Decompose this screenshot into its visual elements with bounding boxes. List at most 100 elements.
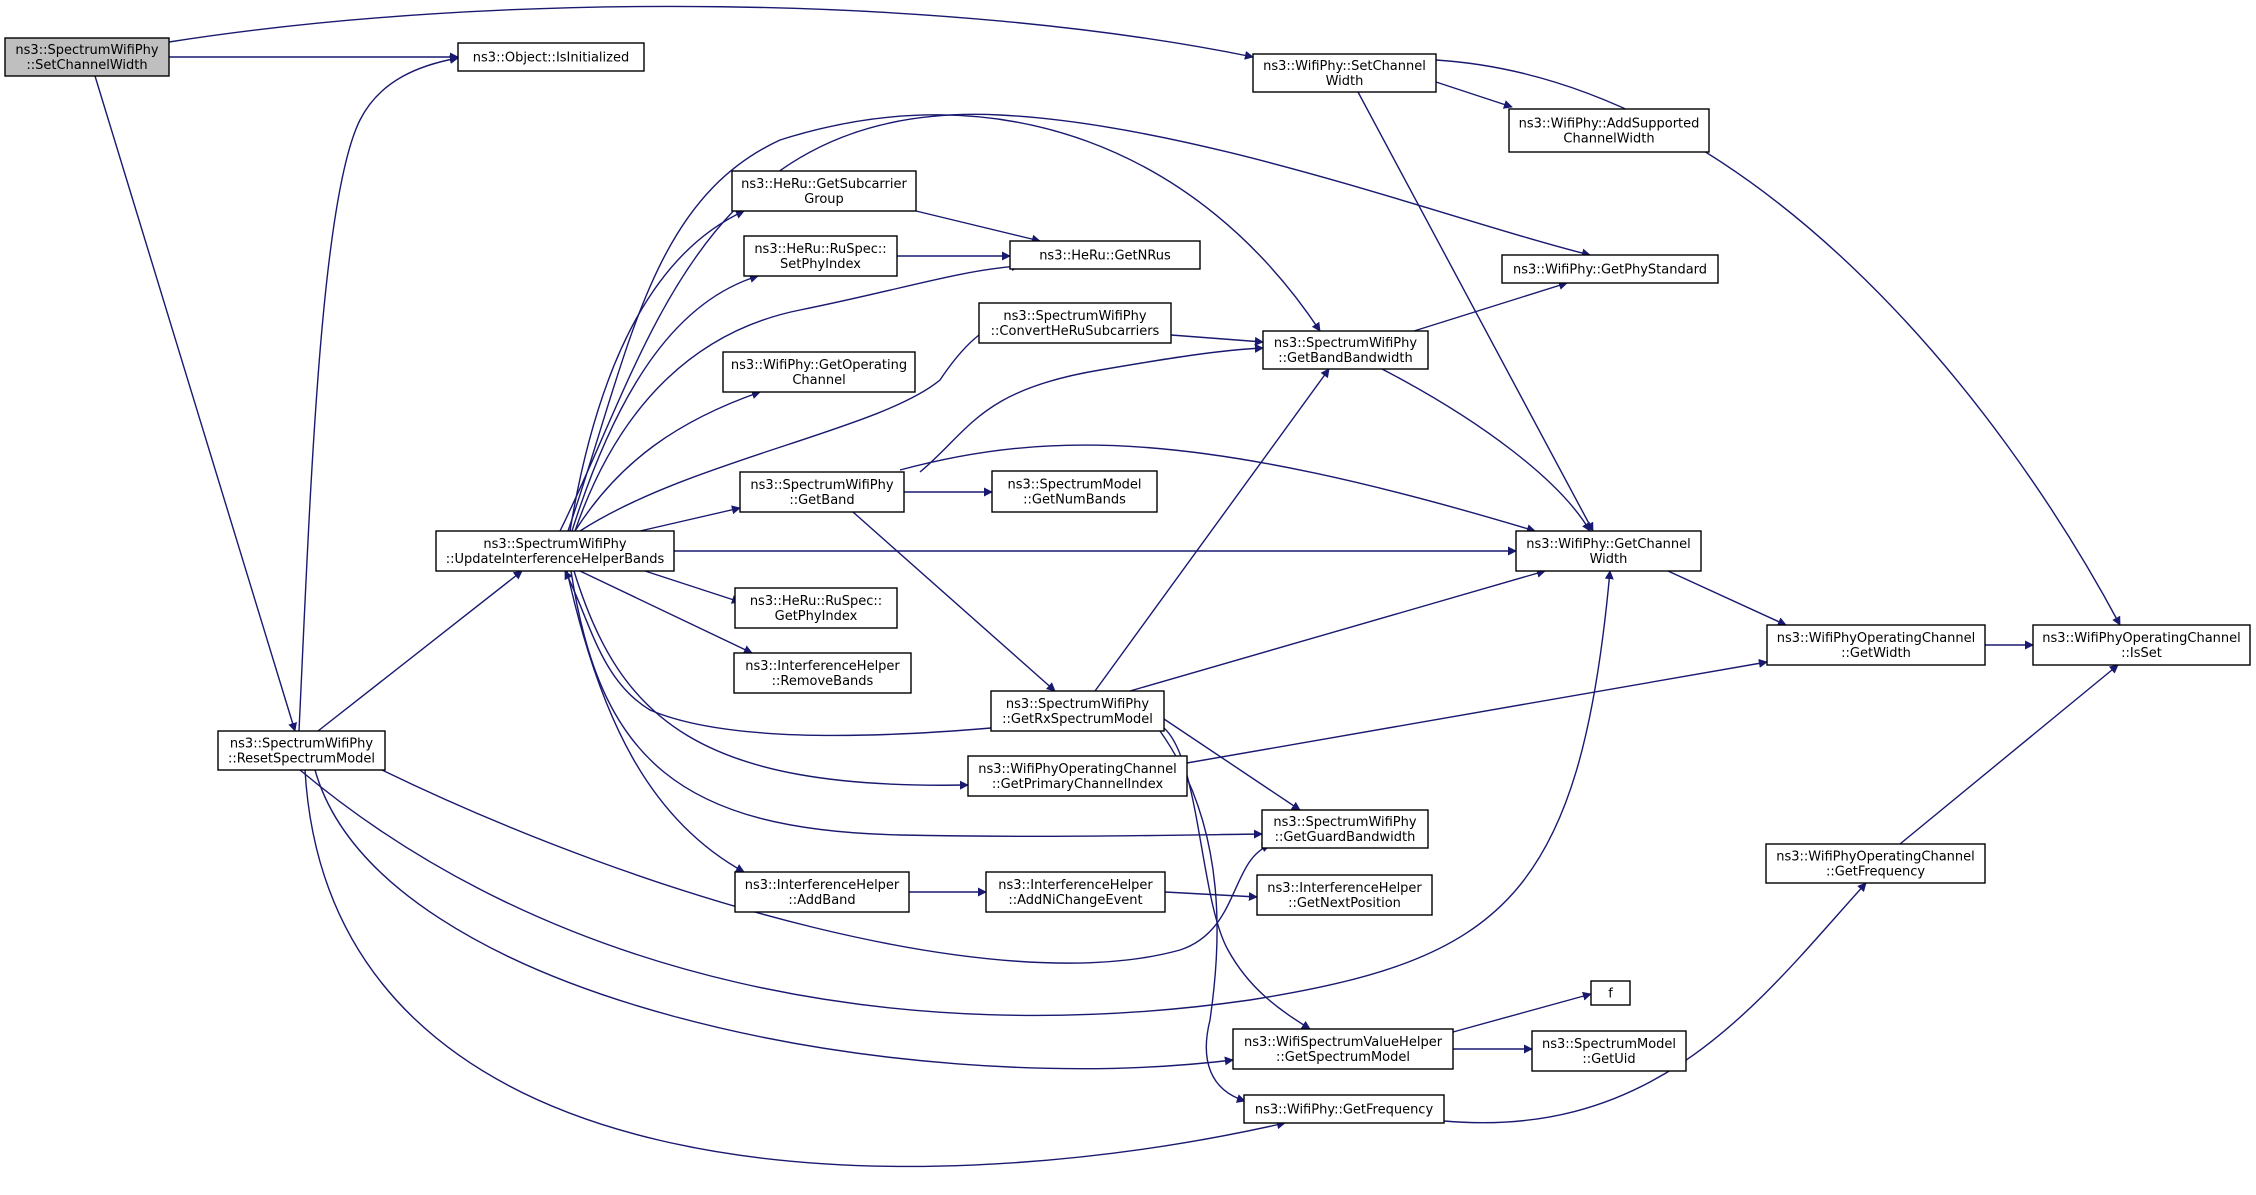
node-getPhyStandard[interactable]: ns3::WifiPhy::GetPhyStandard [1501, 254, 1719, 284]
node-setPhyIndex[interactable]: ns3::HeRu::RuSpec::SetPhyIndex [743, 235, 898, 277]
node-label-line: ::AddBand [788, 893, 855, 908]
node-label-line: ns3::SpectrumWifiPhy [1006, 697, 1149, 712]
edge-updateBands-to-getBandBandwidth [567, 114, 1321, 532]
node-label-line: ns3::HeRu::GetNRus [1039, 249, 1171, 264]
edge-getChannelWidth-to-opChanGetWidth [1667, 570, 1787, 626]
node-getFrequency[interactable]: ns3::WifiPhy::GetFrequency [1243, 1094, 1445, 1124]
node-wifiSetChannelWidth[interactable]: ns3::WifiPhy::SetChannelWidth [1252, 53, 1437, 93]
node-getBand[interactable]: ns3::SpectrumWifiPhy::GetBand [739, 471, 905, 513]
edge-getBandBandwidth-to-getPhyStandard [1413, 281, 1568, 332]
node-f[interactable]: f [1590, 980, 1631, 1006]
node-label-line: ::GetRxSpectrumModel [1002, 712, 1153, 727]
node-label-line: Width [1326, 74, 1364, 89]
node-removeBands[interactable]: ns3::InterferenceHelper::RemoveBands [733, 652, 912, 694]
node-getNRus[interactable]: ns3::HeRu::GetNRus [1009, 240, 1201, 270]
node-box [990, 690, 1165, 732]
node-label-line: Width [1590, 552, 1628, 567]
node-label-line: ns3::WifiPhyOperatingChannel [1777, 631, 1976, 646]
edge-setChannelWidth-to-resetSpectrum [94, 75, 297, 732]
node-label-line: ns3::SpectrumWifiPhy [483, 537, 626, 552]
node-convertHeRu[interactable]: ns3::SpectrumWifiPhy::ConvertHeRuSubcarr… [978, 302, 1172, 344]
node-label-line: ns3::InterferenceHelper [1267, 881, 1422, 896]
edge-updateBands-to-setPhyIndex [571, 274, 759, 532]
edge-getBand-to-getChannelWidth [899, 444, 1536, 533]
node-primaryIndex[interactable]: ns3::WifiPhyOperatingChannel::GetPrimary… [967, 755, 1188, 797]
node-label-line: ::GetBand [789, 493, 854, 508]
edge-primaryIndex-to-opChanGetWidth [1186, 658, 1768, 764]
node-label-line: ns3::SpectrumWifiPhy [1273, 815, 1416, 830]
node-label-line: ns3::WifiPhy::GetPhyStandard [1513, 263, 1707, 278]
node-label-line: ::GetGuardBandwidth [1275, 830, 1416, 845]
node-box [435, 530, 675, 572]
node-label-line: ns3::SpectrumWifiPhy [1003, 309, 1146, 324]
edge-path [579, 570, 753, 654]
node-setChannelWidth[interactable]: ns3::SpectrumWifiPhy::SetChannelWidth [4, 37, 170, 77]
edge-path [566, 570, 745, 873]
edge-path [919, 343, 1264, 473]
edge-path [381, 769, 1271, 964]
edge-updateBands-to-removeBands [579, 570, 753, 654]
node-label-line: ns3::InterferenceHelper [998, 878, 1153, 893]
node-opChanGetWidth[interactable]: ns3::WifiPhyOperatingChannel::GetWidth [1766, 624, 1986, 666]
node-label-line: ns3::WifiPhy::GetOperating [731, 358, 907, 373]
node-updateBands[interactable]: ns3::SpectrumWifiPhy::UpdateInterference… [435, 530, 675, 572]
node-label-line: ns3::SpectrumModel [1007, 478, 1141, 493]
node-getUid[interactable]: ns3::SpectrumModel::GetUid [1531, 1030, 1687, 1072]
edge-addNiChange-to-nextPosition [1164, 891, 1258, 902]
node-box [1590, 980, 1631, 1006]
node-nextPosition[interactable]: ns3::InterferenceHelper::GetNextPosition [1256, 874, 1433, 916]
edge-getBand-to-getRxSpectrum [852, 511, 1056, 692]
edge-getRxSpectrum-to-getFrequency [1159, 730, 1246, 1103]
node-addNiChange[interactable]: ns3::InterferenceHelper::AddNiChangeEven… [985, 871, 1166, 913]
node-label-line: ns3::InterferenceHelper [745, 878, 900, 893]
edge-spectrumValueHelper-to-f [1452, 991, 1592, 1033]
edge-path [304, 769, 1286, 1168]
edge-path [298, 55, 459, 732]
node-label-line: ns3::WifiPhyOperatingChannel [1776, 850, 1975, 865]
node-label-line: ::GetBandBandwidth [1278, 351, 1413, 366]
node-label-line: ns3::SpectrumModel [1542, 1037, 1676, 1052]
edge-path [314, 769, 1234, 1070]
edge-path [299, 570, 1614, 1017]
node-getPhyIndex[interactable]: ns3::HeRu::RuSpec::GetPhyIndex [734, 587, 898, 629]
node-box [733, 652, 912, 694]
node-box [967, 755, 1188, 797]
edge-updateBands-to-subcarrierGroup [569, 210, 745, 532]
node-isInitialized[interactable]: ns3::Object::IsInitialized [457, 42, 645, 72]
edge-path [579, 321, 1001, 532]
node-label-line: ChannelWidth [1563, 132, 1654, 147]
node-box [1765, 843, 1986, 884]
node-getNumBands[interactable]: ns3::SpectrumModel::GetNumBands [991, 470, 1158, 513]
edge-path [639, 505, 741, 532]
edge-updateBands-to-addBand [566, 570, 745, 873]
node-guardBandwidth[interactable]: ns3::SpectrumWifiPhy::GetGuardBandwidth [1261, 809, 1429, 849]
edge-getRxSpectrum-to-updateBands [564, 570, 992, 737]
edge-updateBands-to-getOperatingChannel [574, 390, 761, 532]
node-box [1009, 240, 1201, 270]
node-isSet[interactable]: ns3::WifiPhyOperatingChannel::IsSet [2032, 624, 2251, 666]
edge-resetSpectrum-to-spectrumValueHelper [314, 769, 1234, 1070]
node-spectrumValueHelper[interactable]: ns3::WifiSpectrumValueHelper::GetSpectru… [1232, 1028, 1454, 1070]
node-label-line: ns3::SpectrumWifiPhy [15, 43, 158, 58]
node-label-line: ::GetPrimaryChannelIndex [992, 777, 1164, 792]
node-label-line: ::RemoveBands [772, 674, 874, 689]
node-addBand[interactable]: ns3::InterferenceHelper::AddBand [734, 871, 910, 913]
node-label-line: ns3::HeRu::RuSpec:: [754, 242, 886, 257]
node-getBandBandwidth[interactable]: ns3::SpectrumWifiPhy::GetBandBandwidth [1262, 330, 1429, 370]
node-box [1508, 108, 1710, 153]
node-label-line: Channel [792, 373, 845, 388]
edge-getRxSpectrum-to-getBandBandwidth [1094, 368, 1330, 692]
node-label-line: ns3::WifiSpectrumValueHelper [1244, 1035, 1443, 1050]
node-label-line: ::GetNumBands [1023, 493, 1126, 508]
edge-path [1159, 730, 1246, 1103]
node-opChanGetFreq[interactable]: ns3::WifiPhyOperatingChannel::GetFrequen… [1765, 843, 1986, 884]
node-box [991, 470, 1158, 513]
node-getRxSpectrum[interactable]: ns3::SpectrumWifiPhy::GetRxSpectrumModel [990, 690, 1165, 732]
node-resetSpectrum[interactable]: ns3::SpectrumWifiPhy::ResetSpectrumModel [217, 730, 386, 771]
edge-path [915, 210, 1041, 244]
